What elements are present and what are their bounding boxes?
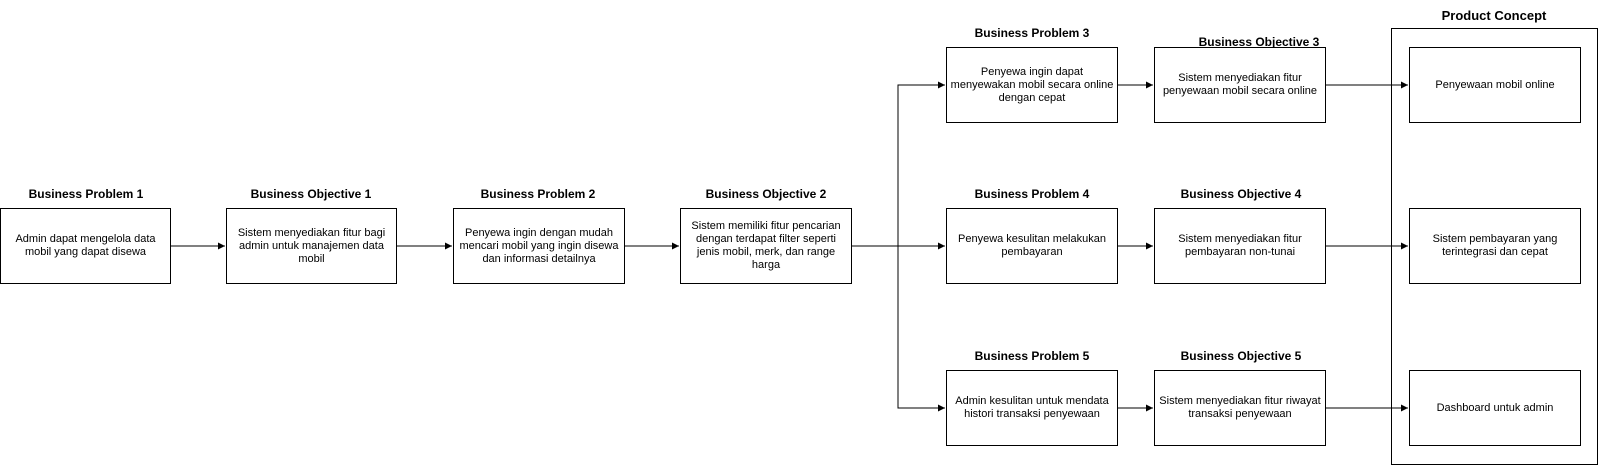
arrow-branch-bp5: [897, 246, 945, 412]
bp5-label: Business Problem 5: [974, 349, 1090, 363]
bo5-box: Sistem menyediakan fitur riwayat transak…: [1154, 370, 1326, 446]
bo5-label: Business Objective 5: [1180, 349, 1302, 363]
bp1-box: Admin dapat mengelola data mobil yang da…: [0, 208, 171, 284]
bp3-label: Business Problem 3: [974, 26, 1090, 40]
bo1-box: Sistem menyediakan fitur bagi admin untu…: [226, 208, 397, 284]
product-concept-item: Dashboard untuk admin: [1409, 370, 1581, 446]
bo3-label: Business Objective 3: [1198, 35, 1320, 49]
bo3-box: Sistem menyediakan fitur penyewaan mobil…: [1154, 47, 1326, 123]
bp5-box: Admin kesulitan untuk mendata histori tr…: [946, 370, 1118, 446]
product-concept-item: Penyewaan mobil online: [1409, 47, 1581, 123]
bp3-box: Penyewa ingin dapat menyewakan mobil sec…: [946, 47, 1118, 123]
bo2-box: Sistem memiliki fitur pencarian dengan t…: [680, 208, 852, 284]
bo1-label: Business Objective 1: [250, 187, 372, 201]
bp4-label: Business Problem 4: [974, 187, 1090, 201]
product-concept-item: Sistem pembayaran yang terintegrasi dan …: [1409, 208, 1581, 284]
product-concept-title: Product Concept: [1441, 8, 1547, 23]
bo4-box: Sistem menyediakan fitur pembayaran non-…: [1154, 208, 1326, 284]
bp2-box: Penyewa ingin dengan mudah mencari mobil…: [453, 208, 625, 284]
bp2-label: Business Problem 2: [480, 187, 596, 201]
arrow-branch-bp3: [897, 81, 945, 246]
product-concept-container: [1391, 28, 1598, 465]
bp4-box: Penyewa kesulitan melakukan pembayaran: [946, 208, 1118, 284]
bp1-label: Business Problem 1: [28, 187, 144, 201]
bo4-label: Business Objective 4: [1180, 187, 1302, 201]
bo2-label: Business Objective 2: [705, 187, 827, 201]
